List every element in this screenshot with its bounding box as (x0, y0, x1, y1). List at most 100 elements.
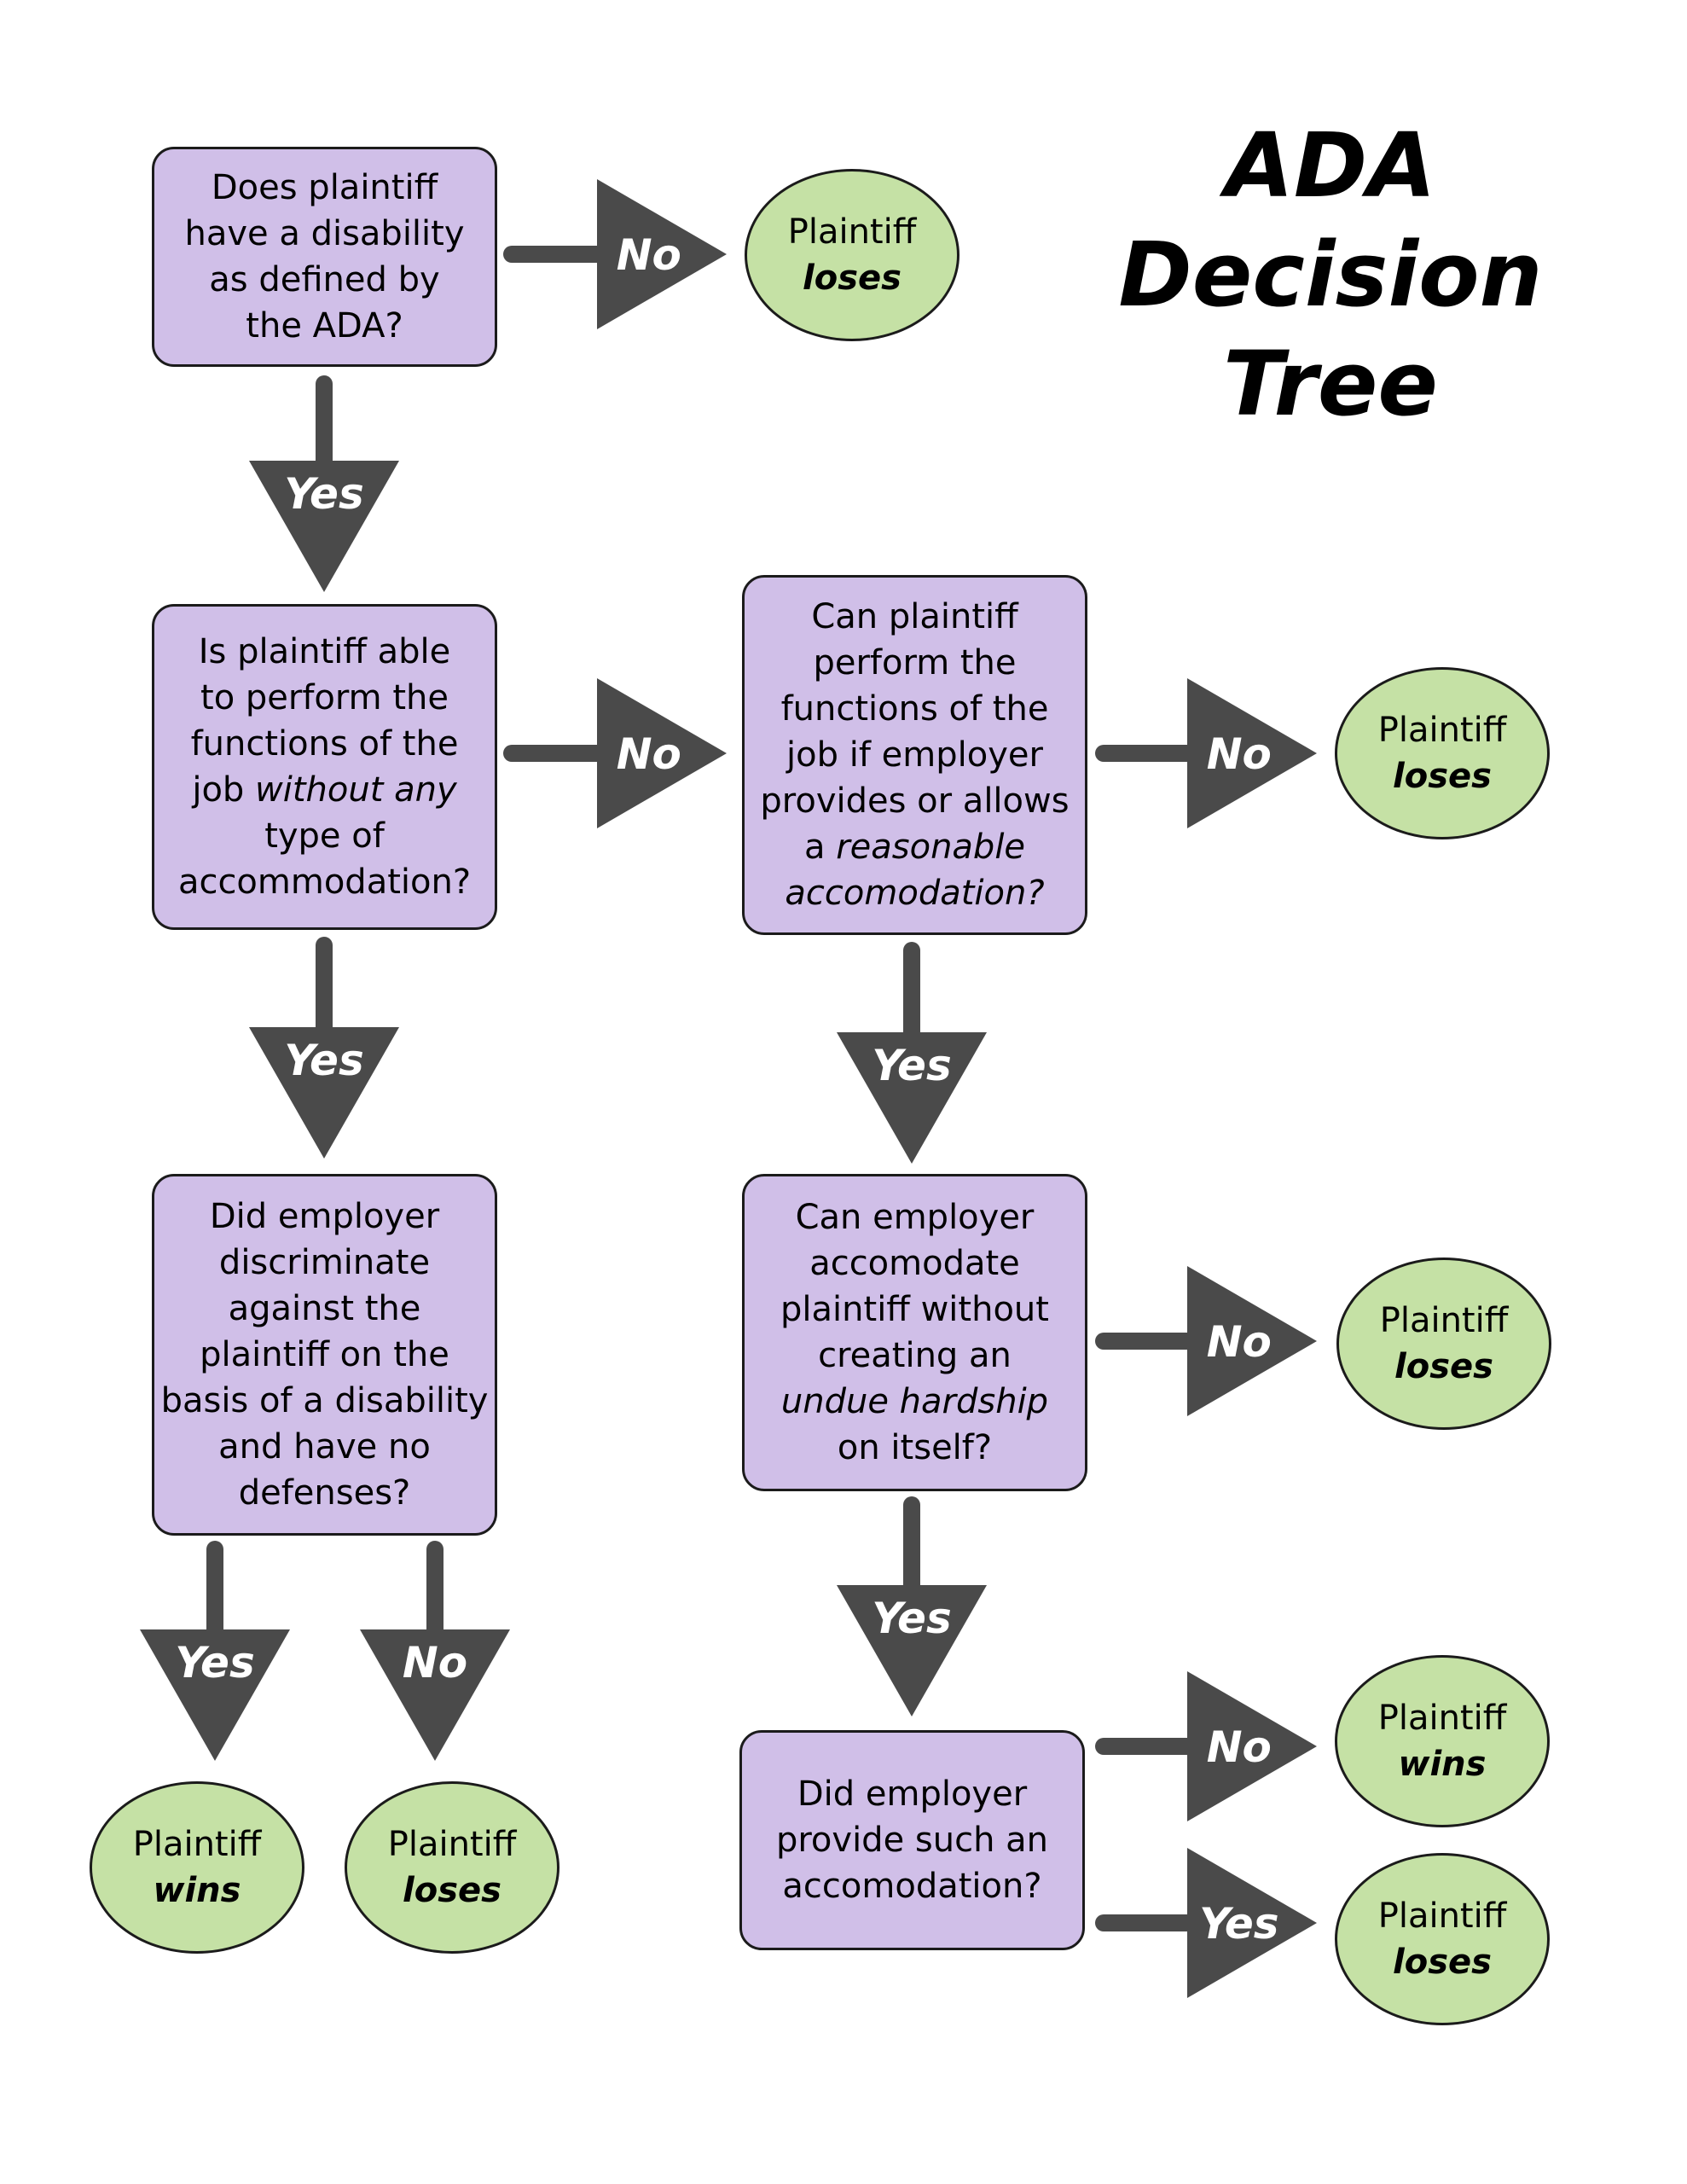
question-text: type of (264, 816, 385, 856)
question-line: have a disability (184, 211, 464, 257)
question-line: and have no (218, 1424, 431, 1470)
question-text: defenses? (238, 1473, 411, 1513)
question-line: functions of the (781, 686, 1049, 732)
question-box: Did employer provide such an accomodation? (739, 1730, 1085, 1950)
question-text: and have no (218, 1427, 431, 1467)
outcome-result: wins (1398, 1745, 1487, 1784)
arrow-no-q5-to-o3: No (1095, 1266, 1317, 1416)
title-line: Tree (1223, 332, 1438, 436)
question-line: accomodation? (785, 870, 1044, 916)
outcome-oval: Plaintiff loses (1336, 1258, 1551, 1430)
title-line: Decision (1118, 223, 1543, 327)
question-text: job (192, 770, 256, 810)
question-text: discriminate (218, 1243, 431, 1282)
question-text: perform the (813, 643, 1017, 682)
question-line: accomodation? (782, 1863, 1041, 1909)
question-line: Did employer (210, 1194, 439, 1240)
outcome-party: Plaintiff (787, 212, 917, 252)
arrow-head (837, 1585, 987, 1716)
question-line: against the (229, 1286, 421, 1332)
question-text: Did employer (797, 1774, 1028, 1814)
arrow-head (249, 461, 399, 592)
outcome-result: loses (803, 258, 901, 298)
question-text: Did employer (209, 1197, 440, 1236)
question-text: a (803, 828, 837, 867)
question-text: Is plaintiff able (198, 632, 451, 671)
diagram-title: ADA Decision Tree (1100, 111, 1561, 439)
arrow-label: Yes (872, 1594, 951, 1643)
arrow-head (249, 1027, 399, 1159)
question-text: job if employer (786, 735, 1043, 775)
arrow-label: No (1207, 1722, 1272, 1772)
outcome-result: loses (1393, 1943, 1492, 1982)
question-text: accomodate (809, 1244, 1020, 1283)
question-line: defenses? (239, 1470, 411, 1516)
arrow-label: No (1207, 1317, 1272, 1367)
question-line: provides or allows (760, 778, 1069, 824)
question-text: Does plaintiff (211, 168, 438, 207)
emphasis-text: reasonable (836, 828, 1026, 867)
arrow-no-q3-to-o2: No (1095, 678, 1317, 828)
question-line: job if employer (786, 732, 1043, 778)
outcome-party: Plaintiff (1377, 1699, 1507, 1738)
arrow-no-q6-to-o6: No (1095, 1671, 1317, 1821)
emphasis-text: without any (255, 770, 457, 810)
outcome-oval: Plaintiff wins (90, 1781, 304, 1954)
question-text: have a disability (184, 214, 465, 253)
question-line: Does plaintiff (212, 165, 438, 211)
outcome-party: Plaintiff (132, 1825, 262, 1864)
question-text: provide such an (775, 1821, 1049, 1860)
question-text: provides or allows (760, 781, 1070, 821)
question-line: undue hardship (781, 1379, 1048, 1425)
arrow-yes-q6-to-o7: Yes (1095, 1848, 1317, 1998)
question-line: job without any (192, 767, 456, 813)
outcome-oval: Plaintiff loses (745, 169, 959, 341)
question-line: provide such an (776, 1817, 1048, 1863)
arrow-label: Yes (175, 1638, 254, 1687)
outcome-party: Plaintiff (1377, 1896, 1507, 1936)
arrow-label: No (617, 729, 681, 779)
outcome-party: Plaintiff (1377, 711, 1507, 750)
arrow-head (1187, 1848, 1317, 1998)
question-line: a reasonable (804, 824, 1025, 870)
arrow-label: No (1207, 729, 1272, 779)
question-line: basis of a disability (161, 1378, 489, 1424)
question-line: accomodate (809, 1240, 1020, 1287)
question-box: Can plaintiff perform the functions of the… (742, 575, 1087, 935)
outcome-party: Plaintiff (387, 1825, 517, 1864)
title-line: ADA (1225, 113, 1436, 218)
outcome-result: wins (153, 1871, 241, 1910)
arrow-head (1187, 678, 1317, 828)
outcome-oval: Plaintiff wins (1335, 1655, 1550, 1827)
arrow-head (140, 1629, 290, 1761)
question-text: functions of the (190, 724, 459, 764)
question-text: Can plaintiff (811, 597, 1018, 636)
emphasis-text: undue hardship (780, 1382, 1049, 1421)
question-line: the ADA? (246, 303, 403, 349)
question-line: accommodation? (178, 859, 471, 905)
question-text: the ADA? (246, 306, 403, 346)
arrow-yes-q3-to-q5: Yes (837, 942, 987, 1164)
outcome-result: loses (1394, 1347, 1493, 1386)
arrow-yes-q4-to-o4: Yes (140, 1541, 290, 1761)
question-line: plaintiff on the (200, 1332, 449, 1378)
question-box: Can employer accomodate plaintiff without c… (742, 1174, 1087, 1491)
question-line: creating an (818, 1333, 1012, 1379)
arrow-head (597, 678, 727, 828)
question-line: on itself? (838, 1425, 992, 1471)
question-text: creating an (818, 1336, 1012, 1375)
outcome-oval: Plaintiff loses (345, 1781, 559, 1954)
question-line: perform the (813, 640, 1016, 686)
question-text: accomodation? (782, 1867, 1042, 1906)
question-line: Can employer (796, 1194, 1035, 1240)
outcome-oval: Plaintiff loses (1335, 667, 1550, 839)
question-text: plaintiff on the (200, 1335, 449, 1374)
question-text: basis of a disability (160, 1381, 489, 1420)
arrow-head (837, 1032, 987, 1164)
question-text: plaintiff without (780, 1290, 1049, 1329)
arrow-label: Yes (284, 1036, 363, 1085)
